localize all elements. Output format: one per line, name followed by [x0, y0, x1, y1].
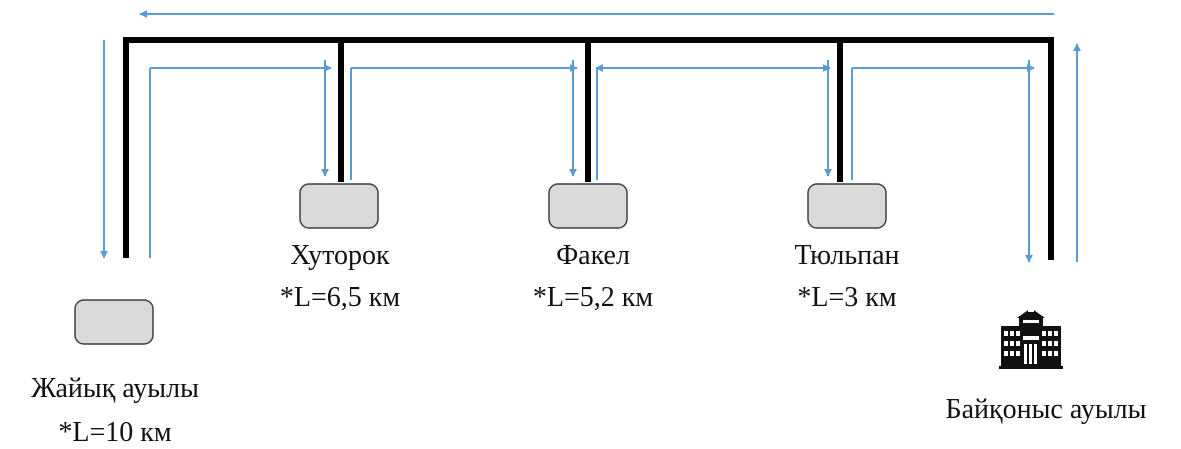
stop-box-zhaiyk — [74, 299, 154, 345]
stop-label-zhaiyk-name: Жайық ауылы — [31, 373, 199, 404]
stop-box-khutorok — [299, 183, 379, 229]
stop-label-tyulpan-distance: *L=3 км — [797, 282, 897, 313]
stop-boxes — [74, 183, 887, 345]
stop-label-khutorok-name: Хуторок — [290, 240, 390, 271]
stop-box-fakel — [548, 183, 628, 229]
pipeline — [123, 37, 1054, 260]
stop-label-khutorok-distance: *L=6,5 км — [279, 282, 401, 313]
stop-label-fakel-distance: *L=5,2 км — [532, 282, 654, 313]
flow-arrows — [100, 10, 1081, 263]
school-building-icon — [999, 308, 1063, 369]
stop-label-fakel-name: Факел — [556, 240, 630, 271]
destination-label: Байқоныс ауылы — [945, 394, 1147, 425]
stop-label-zhaiyk-distance: *L=10 км — [58, 417, 172, 448]
stop-box-tyulpan — [807, 183, 887, 229]
stop-label-tyulpan-name: Тюльпан — [794, 240, 900, 271]
